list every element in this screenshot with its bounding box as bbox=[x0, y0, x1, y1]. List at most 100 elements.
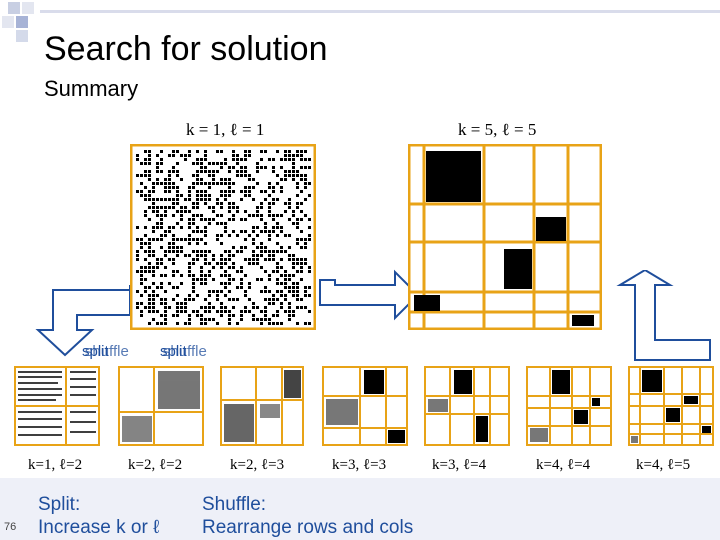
matrix-cell bbox=[280, 158, 283, 161]
matrix-cell bbox=[256, 182, 259, 185]
matrix-cell bbox=[164, 298, 167, 301]
matrix-cell bbox=[180, 206, 183, 209]
matrix-cell bbox=[196, 182, 199, 185]
matrix-cell bbox=[288, 258, 291, 261]
matrix-cell bbox=[236, 322, 239, 325]
matrix-cell bbox=[244, 158, 247, 161]
matrix-cell bbox=[292, 294, 295, 297]
matrix-cell bbox=[180, 306, 183, 309]
matrix-cell bbox=[300, 210, 303, 213]
matrix-cell bbox=[304, 238, 307, 241]
matrix-cell bbox=[188, 234, 191, 237]
matrix-cell bbox=[160, 246, 163, 249]
matrix-cell bbox=[300, 238, 303, 241]
matrix-cell bbox=[176, 150, 179, 153]
matrix-cell bbox=[188, 274, 191, 277]
matrix-cell bbox=[152, 226, 155, 229]
matrix-cell bbox=[148, 254, 151, 257]
matrix-cell bbox=[288, 198, 291, 201]
matrix-cell bbox=[144, 306, 147, 309]
matrix-cell bbox=[164, 178, 167, 181]
matrix-cell bbox=[264, 290, 267, 293]
matrix-cell bbox=[204, 250, 207, 253]
matrix-cell bbox=[148, 262, 151, 265]
matrix-cell bbox=[164, 234, 167, 237]
matrix-cell bbox=[252, 302, 255, 305]
matrix-cell bbox=[152, 266, 155, 269]
matrix-cell bbox=[148, 150, 151, 153]
matrix-cell bbox=[188, 218, 191, 221]
matrix-cell bbox=[208, 270, 211, 273]
matrix-cell bbox=[136, 302, 139, 305]
matrix-cell bbox=[248, 154, 251, 157]
matrix-cell bbox=[244, 218, 247, 221]
matrix-cell bbox=[176, 190, 179, 193]
matrix-cell bbox=[264, 250, 267, 253]
matrix-cell bbox=[196, 242, 199, 245]
matrix-cell bbox=[220, 166, 223, 169]
matrix-cell bbox=[200, 194, 203, 197]
matrix-cell bbox=[152, 198, 155, 201]
matrix-cell bbox=[136, 270, 139, 273]
matrix-cell bbox=[288, 290, 291, 293]
matrix-cell bbox=[244, 290, 247, 293]
matrix-cell bbox=[284, 250, 287, 253]
title-rule bbox=[40, 10, 720, 13]
right-arrow bbox=[319, 269, 420, 321]
matrix-cell bbox=[288, 158, 291, 161]
matrix-cell bbox=[272, 198, 275, 201]
matrix-cell bbox=[232, 158, 235, 161]
matrix-cell bbox=[140, 302, 143, 305]
matrix-cell bbox=[288, 218, 291, 221]
matrix-cell bbox=[260, 218, 263, 221]
matrix-cell bbox=[188, 150, 191, 153]
matrix-cell bbox=[272, 298, 275, 301]
matrix-cell bbox=[268, 274, 271, 277]
matrix-cell bbox=[244, 194, 247, 197]
matrix-cell bbox=[276, 174, 279, 177]
matrix-cell bbox=[244, 310, 247, 313]
matrix-cell bbox=[304, 182, 307, 185]
matrix-cell bbox=[288, 174, 291, 177]
matrix-cell bbox=[284, 154, 287, 157]
matrix-cell bbox=[188, 226, 191, 229]
matrix-cell bbox=[188, 194, 191, 197]
shuffle-label: shuffle bbox=[84, 343, 129, 360]
matrix-cell bbox=[156, 226, 159, 229]
matrix-cell bbox=[236, 174, 239, 177]
matrix-cell bbox=[172, 182, 175, 185]
matrix-cell bbox=[296, 174, 299, 177]
matrix-cell bbox=[296, 222, 299, 225]
matrix-cell bbox=[196, 206, 199, 209]
matrix-cell bbox=[232, 150, 235, 153]
matrix-cell bbox=[296, 194, 299, 197]
matrix-cell bbox=[140, 174, 143, 177]
matrix-cell bbox=[160, 298, 163, 301]
matrix-cell bbox=[296, 202, 299, 205]
matrix-cell bbox=[232, 314, 235, 317]
matrix-cell bbox=[276, 150, 279, 153]
matrix-cell bbox=[268, 318, 271, 321]
matrix-cell bbox=[280, 190, 283, 193]
matrix-cell bbox=[288, 310, 291, 313]
matrix-cell bbox=[208, 310, 211, 313]
matrix-cell bbox=[220, 182, 223, 185]
matrix-cell bbox=[196, 150, 199, 153]
matrix-cell bbox=[200, 182, 203, 185]
matrix-cell bbox=[220, 310, 223, 313]
matrix-cell bbox=[164, 190, 167, 193]
matrix-cell bbox=[232, 166, 235, 169]
matrix-cell bbox=[272, 230, 275, 233]
matrix-cell bbox=[184, 322, 187, 325]
matrix-cell bbox=[244, 150, 247, 153]
matrix-cell bbox=[208, 290, 211, 293]
matrix-cell bbox=[220, 254, 223, 257]
matrix-cell bbox=[160, 218, 163, 221]
matrix-cell bbox=[232, 202, 235, 205]
matrix-cell bbox=[304, 150, 307, 153]
matrix-cell bbox=[196, 162, 199, 165]
matrix-cell bbox=[204, 274, 207, 277]
matrix-cell bbox=[208, 170, 211, 173]
matrix-cell bbox=[224, 274, 227, 277]
matrix-cell bbox=[180, 238, 183, 241]
